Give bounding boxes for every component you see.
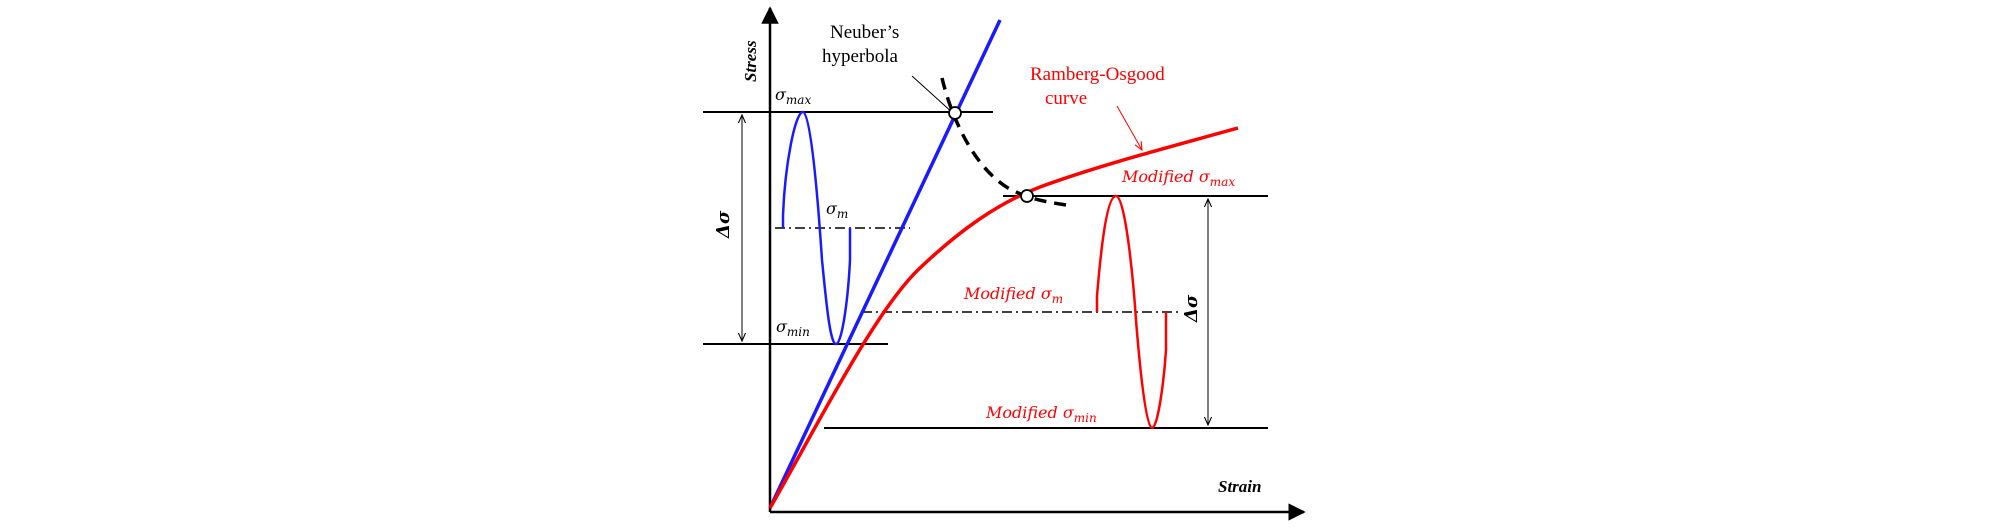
neuber-label-line2: hyperbola bbox=[822, 46, 899, 67]
modified-delta-sigma-label: Δσ bbox=[1181, 294, 1202, 323]
neuber-pointer bbox=[911, 75, 955, 115]
x-axis-label: Strain bbox=[1218, 477, 1261, 496]
ramberg-osgood-curve bbox=[768, 126, 1239, 509]
ramberg-osgood-label-line2: curve bbox=[1045, 88, 1087, 109]
y-axis-label: Stress bbox=[741, 40, 760, 82]
ramberg-osgood-label: Ramberg-Osgood curve bbox=[1030, 64, 1170, 109]
elastic-intersection-point bbox=[948, 106, 962, 120]
modified-sigma-m-label: Modified σm bbox=[963, 284, 1063, 306]
sigma-m-label: σm bbox=[826, 199, 848, 221]
ramberg-osgood-pointer bbox=[1116, 105, 1142, 150]
modified-sigma-max-label: Modified σmax bbox=[1121, 167, 1235, 189]
neuber-label: Neuber’s hyperbola bbox=[822, 22, 904, 67]
delta-sigma-label: Δσ bbox=[713, 210, 734, 239]
neubers-hyperbola bbox=[940, 77, 1067, 207]
modified-intersection-point bbox=[1020, 189, 1034, 203]
sigma-max-label: σmax bbox=[775, 85, 811, 107]
neuber-label-line1: Neuber’s bbox=[830, 22, 899, 43]
modified-sigma-min-label: Modified σmin bbox=[985, 403, 1097, 425]
elastic-line bbox=[768, 19, 1002, 509]
sigma-min-label: σmin bbox=[776, 317, 810, 339]
elastic-stress-cycle bbox=[781, 110, 852, 346]
ramberg-osgood-label-line1: Ramberg-Osgood bbox=[1030, 64, 1165, 85]
modified-stress-cycle bbox=[1095, 194, 1168, 430]
